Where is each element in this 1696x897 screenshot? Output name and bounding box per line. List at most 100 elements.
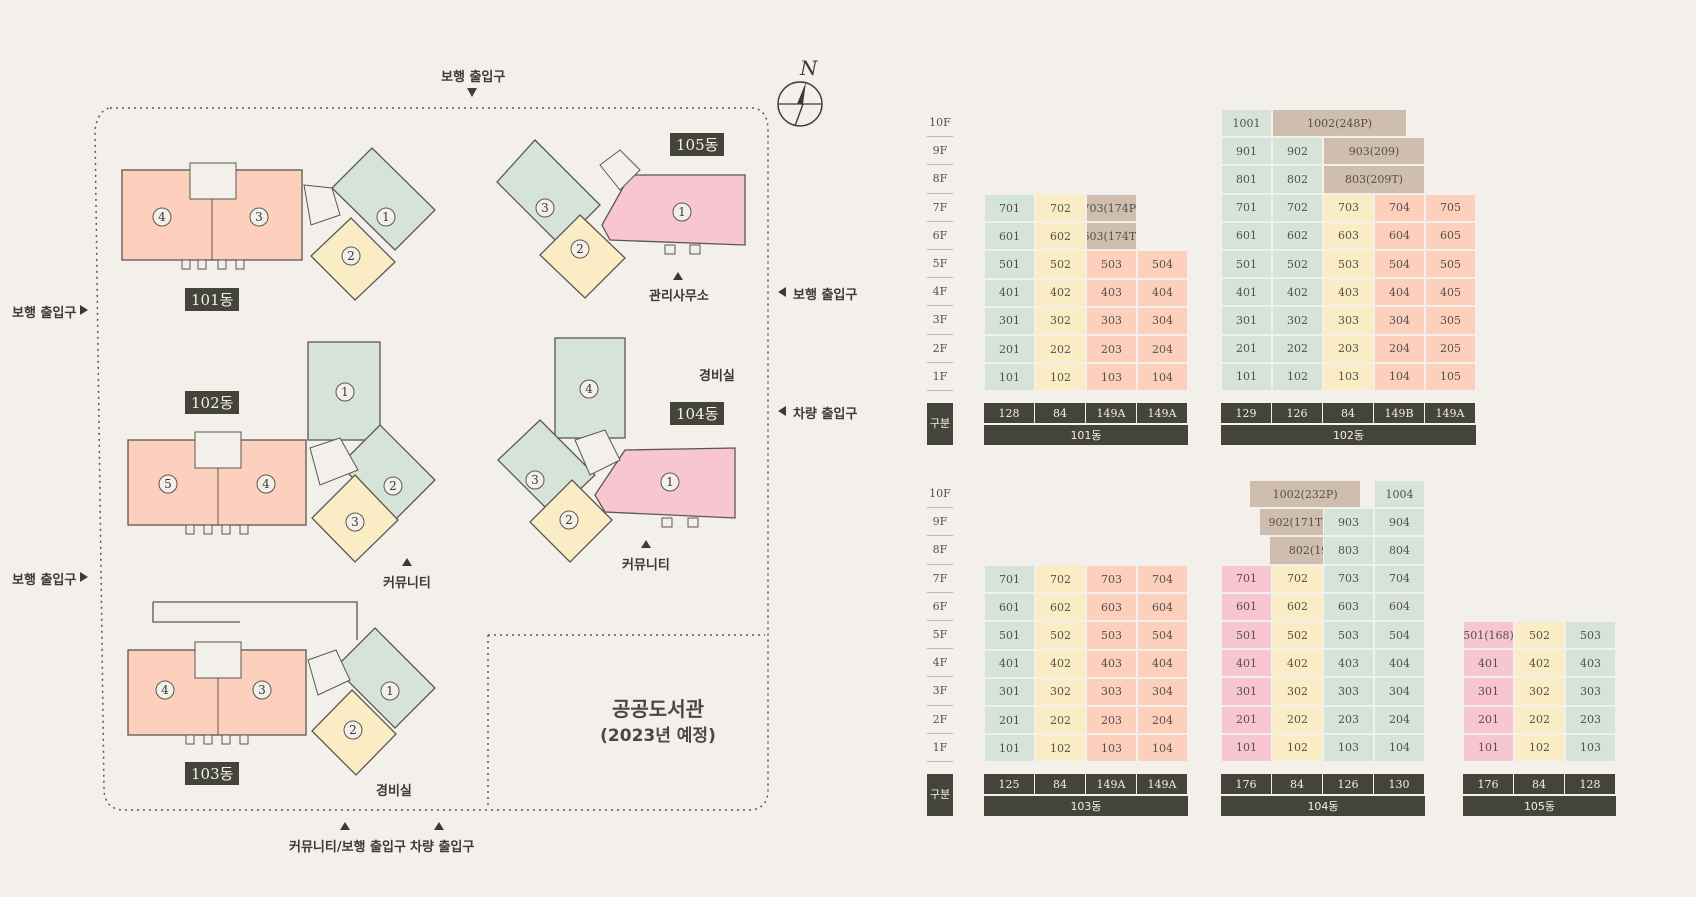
triangle-right-icon (80, 305, 88, 315)
unit-cell-105동: 101 (1463, 733, 1514, 762)
unit-cell-102동: 1001 (1221, 109, 1272, 138)
bottom-vehicle-entrance-label: 차량 출입구 (410, 840, 475, 855)
unit-cell-105동: 301 (1463, 677, 1514, 706)
entrance-markers (80, 88, 786, 830)
unit-type-cell: 84 (1272, 774, 1323, 794)
unit-cell-101동: 202 (1035, 335, 1086, 364)
community-pedestrian-entrance-label: 커뮤니티/보행 출입구 (289, 840, 406, 855)
unit-cell-102동: 204 (1374, 334, 1425, 363)
floor-label: 6F (927, 222, 953, 250)
floor-label: 5F (927, 250, 953, 279)
triangle-up-icon (641, 540, 651, 548)
unit-circle-101-3 (249, 207, 269, 227)
unit-cell-101동: 102 (1035, 363, 1086, 392)
unit-cell-101동: 603(174T) (1086, 222, 1137, 251)
unit-cell-102동: 403 (1323, 278, 1374, 307)
floor-label: 6F (927, 593, 953, 621)
unit-number: 4 (158, 210, 166, 224)
unit-cell-102동: 604 (1374, 221, 1425, 250)
unit-cell-105동: 502 (1514, 621, 1565, 650)
floor-label: 8F (927, 165, 953, 194)
unit-cell-103동: 702 (1035, 565, 1086, 594)
unit-cell-104동: 903 (1323, 508, 1374, 537)
unit-type-cell: 129 (1221, 403, 1272, 423)
dong-name-bar: 104동 (1221, 796, 1425, 816)
unit-circle-101-1 (376, 207, 396, 227)
unit-type-cell: 84 (1323, 403, 1374, 423)
unit-cell-101동: 702 (1035, 194, 1086, 223)
unit-cell-102동: 202 (1272, 334, 1323, 363)
unit-cell-101동: 204 (1137, 335, 1188, 364)
north-label: N (800, 56, 818, 80)
unit-number: 1 (666, 475, 674, 489)
unit-cell-104동: 703 (1323, 564, 1374, 593)
unit-cell-102동: 402 (1272, 278, 1323, 307)
guard-room-label-1: 경비실 (699, 369, 735, 384)
unit-cell-102동: 102 (1272, 362, 1323, 391)
unit-cell-102동: 104 (1374, 362, 1425, 391)
unit-number: 5 (164, 477, 172, 491)
unit-circle-101-2 (341, 246, 361, 266)
unit-cell-104동: 203 (1323, 705, 1374, 734)
unit-cell-103동: 701 (984, 565, 1035, 594)
unit-cell-103동: 402 (1035, 649, 1086, 678)
unit-cell-105동: 401 (1463, 649, 1514, 678)
floor-label: 2F (927, 335, 953, 363)
unit-cell-102동: 103 (1323, 362, 1374, 391)
unit-circle-104-1 (660, 472, 680, 492)
unit-cell-104동: 202 (1272, 705, 1323, 734)
triangle-down-icon (467, 88, 477, 97)
unit-cell-102동: 801 (1221, 165, 1272, 194)
unit-cell-103동: 404 (1137, 649, 1188, 678)
unit-cell-102동: 301 (1221, 306, 1272, 335)
dong-tag-101: 101동 (185, 288, 240, 311)
unit-cell-105동: 302 (1514, 677, 1565, 706)
site-plan-drawing (80, 81, 823, 830)
unit-cell-102동: 501 (1221, 250, 1272, 279)
unit-cell-104동: 401 (1221, 649, 1272, 678)
unit-number: 3 (541, 201, 549, 215)
floor-label: 10F (927, 109, 953, 138)
unit-cell-105동: 503 (1565, 621, 1616, 650)
unit-cell-102동: 505 (1425, 250, 1476, 279)
unit-circle-103-1 (380, 681, 400, 701)
dong-tag-105: 105동 (670, 133, 725, 156)
unit-cell-104동: 101 (1221, 733, 1272, 762)
triangle-right-icon (80, 572, 88, 582)
unit-cell-103동: 304 (1137, 677, 1188, 706)
unit-cell-102동: 205 (1425, 334, 1476, 363)
unit-cell-102동: 504 (1374, 250, 1425, 279)
unit-cell-101동: 602 (1035, 222, 1086, 251)
unit-cell-105동: 202 (1514, 705, 1565, 734)
unit-cell-104동: 702 (1272, 564, 1323, 593)
floor-label: 4F (927, 278, 953, 307)
unit-type-cell: 125 (984, 774, 1035, 794)
unit-type-cell: 84 (1035, 403, 1086, 423)
building-102 (127, 341, 436, 563)
unit-cell-103동: 201 (984, 706, 1035, 735)
unit-cell-103동: 601 (984, 593, 1035, 622)
unit-number: 3 (351, 515, 359, 529)
unit-circle-105-3 (535, 198, 555, 218)
unit-cell-103동: 303 (1086, 677, 1137, 706)
floor-label: 3F (927, 306, 953, 335)
unit-cell-101동: 701 (984, 194, 1035, 223)
unit-cell-105동: 203 (1565, 705, 1616, 734)
unit-cell-102동: 1002(248P) (1272, 109, 1408, 138)
unit-cell-101동: 401 (984, 278, 1035, 307)
floor-label: 10F (927, 480, 953, 509)
unit-cell-104동: 302 (1272, 677, 1323, 706)
unit-type-cell: 176 (1221, 774, 1272, 794)
unit-number: 1 (386, 684, 394, 698)
site-boundary (94, 107, 769, 811)
unit-cell-105동: 303 (1565, 677, 1616, 706)
unit-number: 2 (565, 513, 573, 527)
left-pedestrian-entrance-label-2: 보행 출입구 (12, 573, 77, 588)
unit-number: 3 (255, 210, 263, 224)
triangle-up-icon (340, 822, 350, 830)
floor-label: 5F (927, 621, 953, 650)
unit-cell-102동: 901 (1221, 137, 1272, 166)
unit-cell-102동: 405 (1425, 278, 1476, 307)
unit-cell-104동: 804 (1374, 536, 1425, 565)
unit-cell-103동: 101 (984, 734, 1035, 763)
